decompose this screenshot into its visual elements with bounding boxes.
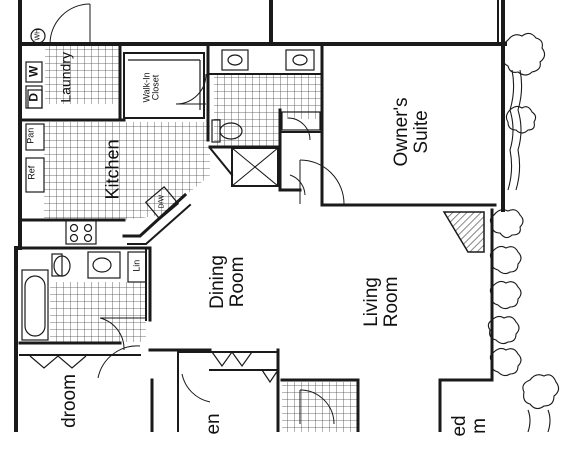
- owners-suite-label-line1: Owner's: [391, 97, 413, 167]
- washer-label: W: [26, 65, 41, 77]
- toilet-icon: [51, 119, 243, 277]
- living-room-label-line1: Living: [361, 277, 383, 327]
- bedroom3-partial-label-line2: m: [469, 418, 490, 434]
- linen-label: Lin: [131, 259, 142, 272]
- walk-in-closet-label: Walk-In Closet: [142, 62, 162, 112]
- living-room-label: Living Room: [361, 252, 402, 352]
- water-heater-label: WH: [34, 28, 42, 41]
- owners-suite-label: Owner's Suite: [391, 82, 432, 182]
- walk-in-closet-label-line2: Closet: [151, 74, 161, 101]
- dining-room-label: Dining Room: [207, 237, 248, 327]
- dishwasher-label: D/W: [158, 194, 166, 209]
- laundry-label: Laundry: [57, 52, 74, 103]
- dryer-label: D: [26, 92, 41, 102]
- floor-plan: [14, 0, 560, 432]
- fixtures: [21, 28, 321, 341]
- tub-icon: [21, 269, 49, 341]
- closet-bifold-doors: [29, 350, 279, 384]
- dining-room-label-line1: Dining: [207, 255, 229, 309]
- kitchen-label: Kitchen: [102, 139, 123, 200]
- living-room-label-line2: Room: [381, 276, 402, 328]
- sink-icon: [87, 49, 315, 279]
- bedroom2-partial-label: en: [203, 413, 225, 435]
- fireplace-icon: [442, 211, 485, 253]
- stove-burner-icon: [65, 219, 97, 245]
- bedroom3-partial-label-line1: ed: [449, 415, 471, 437]
- door-swing-icon: [49, 3, 345, 425]
- bedroom-partial-label: droom: [59, 374, 81, 428]
- refrigerator-label: Ref: [26, 165, 37, 180]
- bedroom3-partial-label: ed m: [449, 396, 490, 456]
- tree-shrub-icon: [487, 32, 560, 432]
- owners-suite-label-line2: Suite: [411, 110, 432, 154]
- pantry-label: Pan: [25, 127, 36, 144]
- dining-room-label-line2: Room: [227, 256, 248, 308]
